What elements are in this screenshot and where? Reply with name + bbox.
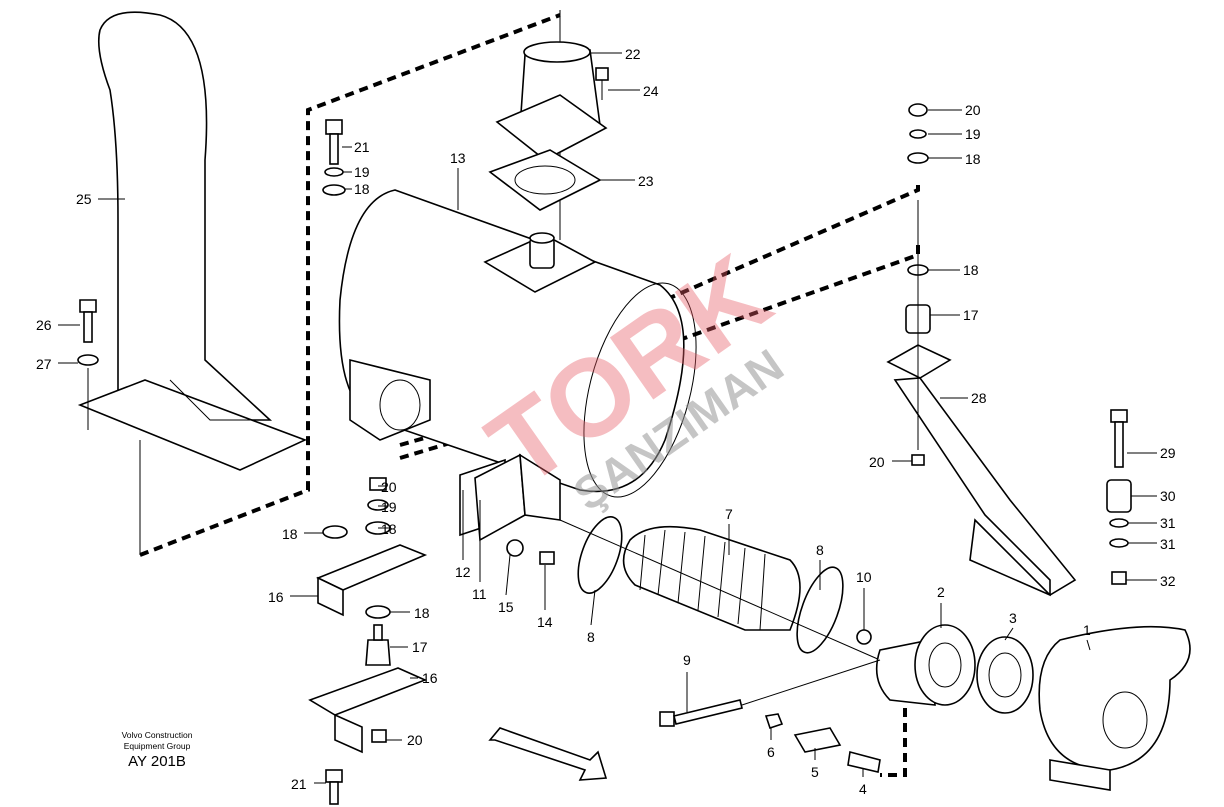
callout: 6: [767, 744, 775, 760]
callout: 20: [381, 479, 397, 495]
callout: 20: [869, 454, 885, 470]
direction-arrow: [488, 727, 608, 781]
right-mount-bracket: [886, 103, 1077, 597]
drawing-footer: Volvo Construction Equipment Group AY 20…: [112, 730, 202, 772]
left-mount-hardware: [308, 119, 428, 805]
bolt-29-stack: [1106, 409, 1132, 585]
callout: 27: [36, 356, 52, 372]
drawing-code: AY 201B: [128, 753, 186, 770]
exhaust-stack-pipe: [77, 11, 308, 555]
callout: 5: [811, 764, 819, 780]
callout: 1: [1083, 622, 1091, 638]
callout: 4: [859, 781, 867, 797]
callout: 18: [414, 605, 430, 621]
callout: 18: [963, 262, 979, 278]
callout: 29: [1160, 445, 1176, 461]
callout: 31: [1160, 515, 1176, 531]
callout: 3: [1009, 610, 1017, 626]
bolt-26: [77, 299, 99, 430]
callout: 15: [498, 599, 514, 615]
callout: 21: [354, 139, 370, 155]
callout-labels: 22 24 21 19 18 13 23 25 26 27 20 19 18 1…: [36, 46, 1176, 797]
muffler: [338, 10, 697, 498]
clamps-and-flex-pipe: [559, 516, 881, 661]
leader-lines: [58, 52, 1157, 784]
callout: 17: [412, 639, 428, 655]
callout: 28: [971, 390, 987, 406]
callout: 7: [725, 506, 733, 522]
callout: 18: [965, 151, 981, 167]
callout: 13: [450, 150, 466, 166]
callout: 18: [282, 526, 298, 542]
inlet-flange-and-elbow: [459, 453, 561, 565]
callout: 16: [268, 589, 284, 605]
callout: 11: [472, 586, 487, 602]
callout: 8: [816, 542, 824, 558]
callout: 23: [638, 173, 654, 189]
callout: 32: [1160, 573, 1176, 589]
callout: 2: [937, 584, 945, 600]
callout: 26: [36, 317, 52, 333]
turbo-flange-parts: [659, 624, 1191, 791]
callout: 17: [963, 307, 979, 323]
callout: 24: [643, 83, 659, 99]
callout: 12: [455, 564, 471, 580]
callout: 18: [381, 521, 397, 537]
callout: 19: [381, 499, 397, 515]
callout: 31: [1160, 536, 1176, 552]
callout: 14: [537, 614, 553, 630]
outlet-tube-and-gaskets: [488, 41, 609, 211]
callout: 21: [291, 776, 307, 792]
callout: 18: [354, 181, 370, 197]
callout: 20: [965, 102, 981, 118]
callout: 19: [965, 126, 981, 142]
callout: 20: [407, 732, 423, 748]
callout: 19: [354, 164, 370, 180]
publisher-line-1: Volvo Construction: [121, 730, 193, 740]
callout: 16: [422, 670, 438, 686]
callout: 9: [683, 652, 691, 668]
callout: 25: [76, 191, 92, 207]
callout: 8: [587, 629, 595, 645]
publisher-line-2: Equipment Group: [123, 741, 191, 751]
callout: 22: [625, 46, 641, 62]
callout: 30: [1160, 488, 1176, 504]
callout: 10: [856, 569, 872, 585]
